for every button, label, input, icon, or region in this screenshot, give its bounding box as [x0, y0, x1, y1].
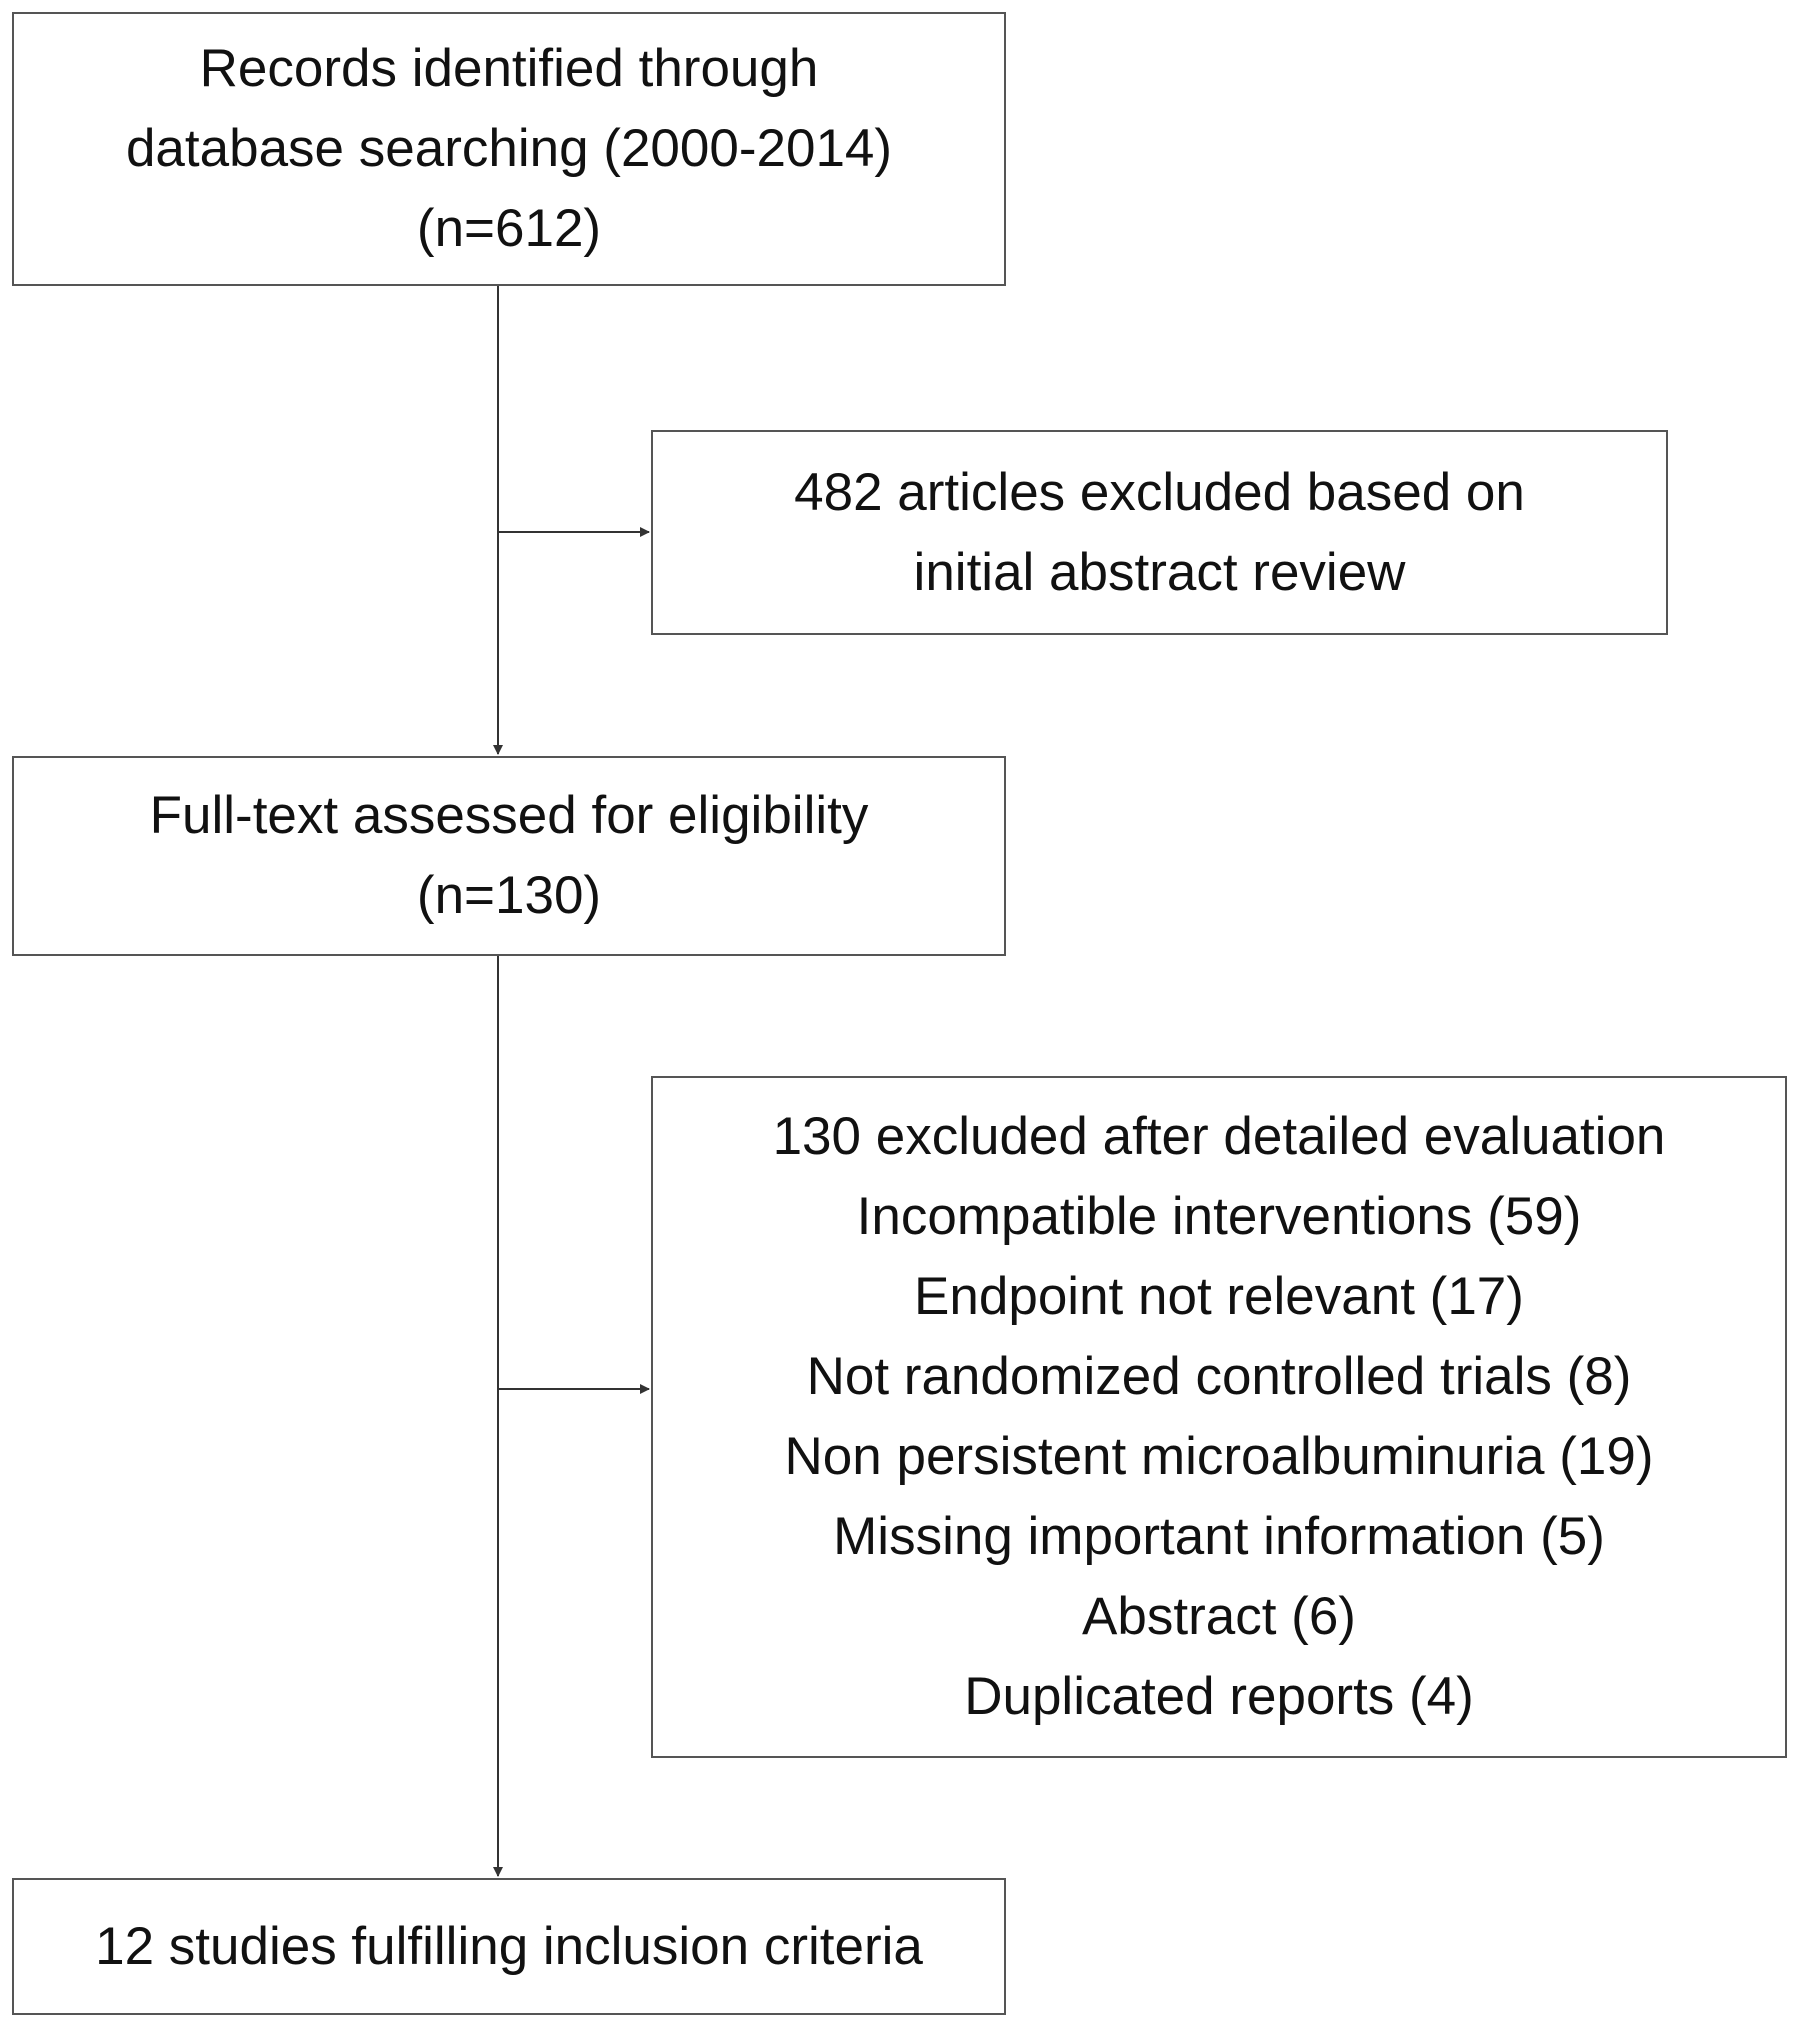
detailed-exclusion-heading: 130 excluded after detailed evaluation — [772, 1107, 1666, 1166]
records-identified-count: (n=612) — [416, 199, 602, 258]
fulltext-assessed-count: (n=130) — [416, 866, 602, 925]
exclusion-reason: Abstract (6) — [1082, 1587, 1356, 1646]
included-studies-line: 12 studies fulfilling inclusion criteria — [95, 1916, 923, 1976]
exclusion-reason: Missing important information (5) — [833, 1507, 1605, 1566]
exclusion-reason: Duplicated reports (4) — [964, 1667, 1474, 1726]
exclusion-reason: Incompatible interventions (59) — [856, 1187, 1582, 1246]
exclusion-reason: Endpoint not relevant (17) — [914, 1267, 1524, 1326]
fulltext-assessed-box: Full-text assessed for eligibility (n=13… — [12, 756, 1006, 956]
records-identified-box: Records identified through database sear… — [12, 12, 1006, 286]
abstract-exclusion-line: 482 articles excluded based on — [794, 462, 1525, 522]
abstract-exclusion-box: 482 articles excluded based on initial a… — [651, 430, 1668, 635]
exclusion-reason: Not randomized controlled trials (8) — [806, 1347, 1632, 1406]
fulltext-assessed-line: Full-text assessed for eligibility — [149, 786, 869, 845]
abstract-exclusion-line: initial abstract review — [913, 542, 1406, 602]
detailed-exclusion-box: 130 excluded after detailed evaluation I… — [651, 1076, 1787, 1758]
included-studies-box: 12 studies fulfilling inclusion criteria — [12, 1878, 1006, 2015]
records-identified-line: Records identified through — [199, 39, 819, 98]
exclusion-reason: Non persistent microalbuminuria (19) — [784, 1427, 1654, 1486]
records-identified-line: database searching (2000-2014) — [125, 119, 893, 178]
